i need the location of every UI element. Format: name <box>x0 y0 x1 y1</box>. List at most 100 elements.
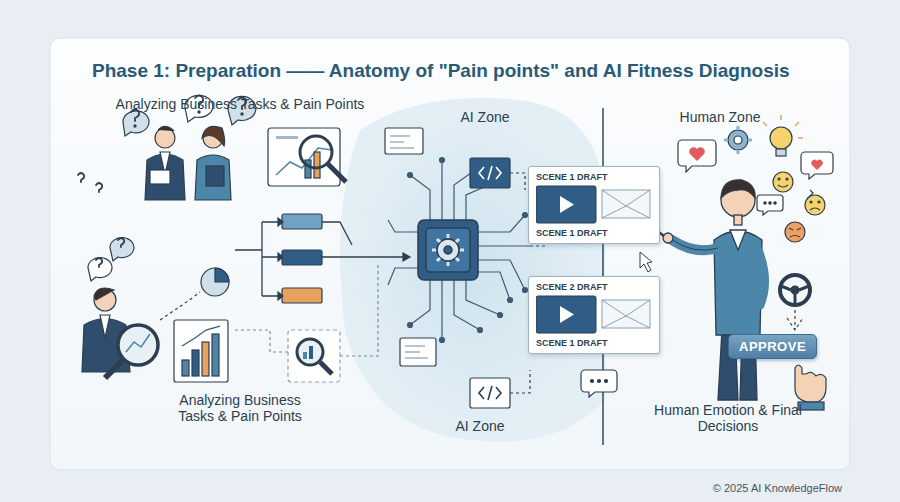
flow-boxes-part <box>282 250 322 265</box>
emotion-icons-part <box>774 202 776 204</box>
draft-card: SCENE 1 DRAFTSCENE 1 DRAFT <box>528 166 660 244</box>
human-person-part <box>721 180 755 198</box>
code-icons-part <box>405 346 428 358</box>
meeting-people-part <box>206 166 224 186</box>
bar-chart <box>174 320 228 382</box>
emotion-icons-part <box>764 202 766 204</box>
code-icons-part <box>385 128 423 154</box>
human-person-part <box>672 240 718 250</box>
question-marks-part <box>118 238 124 247</box>
chart-panel-part <box>276 136 298 139</box>
approve-button: APPROVE <box>728 334 817 359</box>
question-marks-part <box>78 173 84 182</box>
analyst-person-part <box>126 334 150 352</box>
section-caption: Analyzing Business Tasks & Pain Points <box>165 392 315 424</box>
emotion-icons-part <box>678 140 716 172</box>
pie-chart-part <box>215 268 229 282</box>
emotion-icons-part <box>773 172 793 192</box>
circuit-lines-part <box>408 173 413 178</box>
code-icons-part <box>479 166 501 180</box>
circuit-lines-part <box>440 158 445 163</box>
steering-wheel-part <box>781 286 809 304</box>
circuit-lines-part <box>440 338 445 343</box>
zone-heading: Human Zone <box>665 109 775 125</box>
circuit-lines-part <box>410 280 500 340</box>
human-person-part <box>758 250 765 305</box>
meeting-people-part <box>158 126 174 131</box>
circuit-lines-part <box>523 288 528 293</box>
pie-chart <box>160 268 229 320</box>
circuit-lines-part <box>530 245 545 246</box>
background-card <box>50 38 850 470</box>
zone-caption: AI Zone <box>435 418 525 434</box>
bar-chart-part <box>192 350 199 376</box>
emotion-icons-part <box>790 236 800 238</box>
pie-chart-part <box>201 268 229 296</box>
ai-chip-part <box>426 228 470 272</box>
circuit-lines-part <box>408 323 413 328</box>
bar-chart-part <box>202 342 209 376</box>
section-heading: Analyzing Business Tasks & Pain Points <box>100 96 380 112</box>
code-icons-part <box>470 378 510 408</box>
dashed-magnifier-part <box>309 346 313 359</box>
flow-boxes-part <box>282 288 322 303</box>
dashed-magnifier-part <box>303 352 307 359</box>
bar-chart-part <box>174 320 228 382</box>
circuit-lines-part <box>478 328 483 333</box>
emotion-icons-part <box>789 228 801 230</box>
ai-chip-part <box>418 220 478 280</box>
question-marks-part <box>241 113 243 115</box>
draft-card: SCENE 2 DRAFTSCENE 1 DRAFT <box>528 276 660 354</box>
emotion-icons-part <box>810 201 812 203</box>
ai-chip <box>418 220 478 280</box>
question-marks-part <box>96 258 102 267</box>
bar-chart-part <box>212 334 219 376</box>
code-icons-part <box>390 136 414 148</box>
image-placeholder <box>602 190 650 218</box>
emotion-icons-part <box>801 152 833 179</box>
analyst-person-part <box>100 315 110 338</box>
ai-chip-part <box>444 246 452 254</box>
play-icon <box>560 196 574 213</box>
question-marks-part <box>134 125 136 127</box>
analyst-person-part <box>118 325 158 365</box>
circuit-lines-part <box>478 215 530 300</box>
chat-bubble-part <box>581 370 617 397</box>
steering-wheel-part <box>787 310 803 330</box>
code-icons-part <box>510 173 525 190</box>
human-person-part <box>730 230 746 250</box>
emotion-icons-part <box>763 115 803 138</box>
ai-chip-part <box>432 234 464 266</box>
chart-panel-part <box>268 128 340 186</box>
flow-boxes-part <box>345 256 405 257</box>
meeting-people <box>145 126 231 200</box>
image-placeholder <box>602 300 650 328</box>
chat-bubble-part <box>591 380 594 383</box>
chat-bubble-part <box>605 380 608 383</box>
flow-boxes <box>235 214 410 303</box>
background-card-part <box>50 38 850 470</box>
chat-bubble-part <box>598 380 601 383</box>
human-person-part <box>663 233 673 243</box>
chart-panel-part <box>328 164 346 182</box>
emotion-icons-part <box>778 178 780 180</box>
human-person-part <box>734 215 742 225</box>
analyst-person <box>82 288 158 378</box>
code-icons-part <box>479 386 501 400</box>
draft-thumbnail <box>536 295 652 335</box>
diagram-title: Phase 1: Preparation —— Anatomy of "Pain… <box>92 60 790 82</box>
question-bubbles-part <box>88 258 112 281</box>
chart-panel-part <box>300 136 332 168</box>
circuit-lines-part <box>523 213 528 218</box>
pie-chart-part <box>160 292 200 320</box>
dashed-magnifier-part <box>235 330 288 352</box>
emotion-icons-part <box>769 202 771 204</box>
question-marks <box>78 96 246 268</box>
code-icons-part <box>510 370 530 393</box>
steering-wheel-part <box>780 275 810 305</box>
cursor-icons-part <box>640 252 652 272</box>
emotion-icons-part <box>811 160 822 170</box>
emotion-icons-part <box>757 195 783 215</box>
cursor-icons <box>640 252 652 272</box>
emotion-icons-part <box>786 178 788 180</box>
